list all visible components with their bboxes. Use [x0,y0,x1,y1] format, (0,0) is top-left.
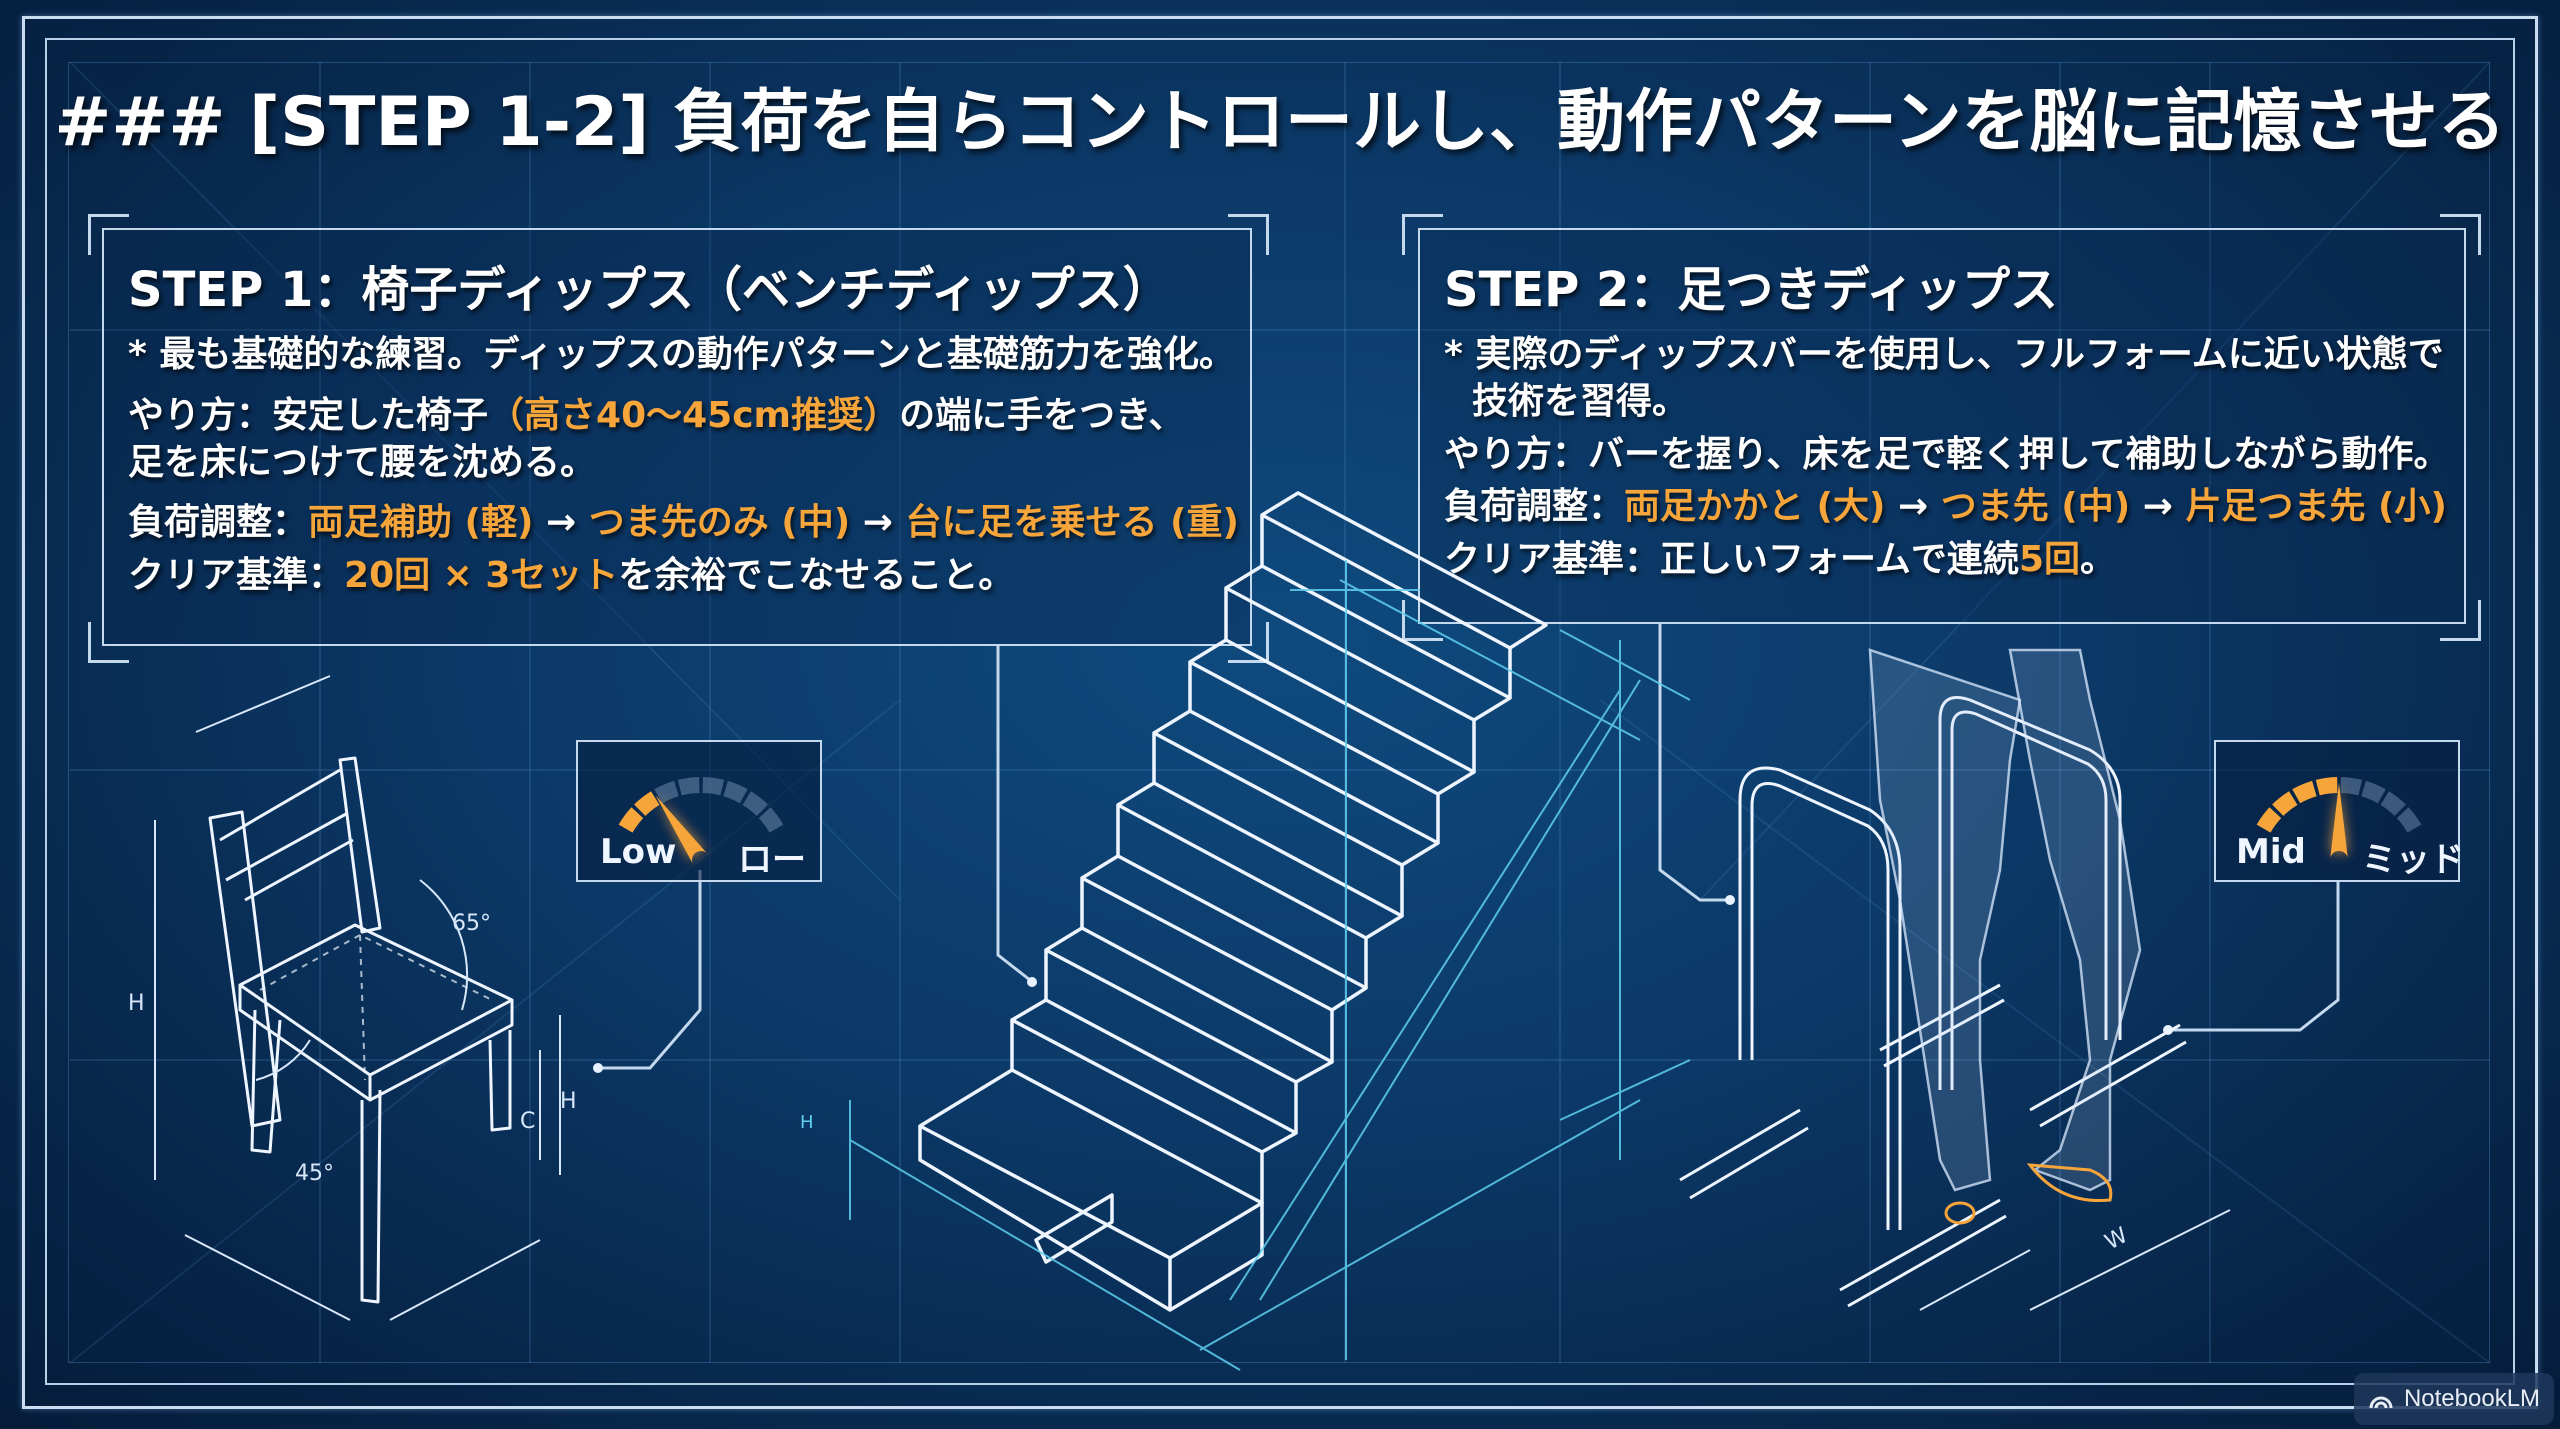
gauge-segment [2292,780,2317,804]
gauge-segment [742,791,768,816]
step1-bracket-br [1228,622,1269,663]
stairs-diagram [918,491,1548,1312]
gauge-needle [655,795,709,865]
gauge-segment [2315,777,2338,796]
step2-heading: STEP 2：足つきディップス [1444,262,2059,318]
gauge-meter [2256,777,2422,860]
person-legs [1868,648,2142,1192]
step1-clear-highlight: 20回 × 3セット [344,555,619,597]
gauge-segment [2396,807,2422,833]
gauge-segment [2340,777,2363,796]
step1-clear: クリア基準：20回 × 3セットを余裕でこなせること。 [128,553,1239,600]
step1-card: STEP 1：椅子ディップス（ベンチディップス） * 最も基礎的な練習。ディップ… [102,228,1252,646]
chair-angle-leg: 45° [295,1161,334,1186]
step1-clear-label: クリア基準： [128,555,345,597]
stairs-dim-h: H [800,1112,814,1133]
gauge-segment [702,777,725,796]
arrow-icon: → [862,502,893,544]
leader-line-step1-stairs [996,646,1031,982]
heel-highlight-icon [1944,1201,1976,1225]
step1-method-highlight: （高さ40〜45cm推奨） [488,394,900,436]
gauge-segment [2361,780,2386,804]
step1-method-suffix: の端に手をつき、 [899,394,1185,436]
outer-frame [22,16,2538,1409]
step1-load-label: 負荷調整： [128,502,309,544]
arrow-icon: → [546,502,577,544]
step1-load: 負荷調整：両足補助 (軽) → つま先のみ (中) → 台に足を乗せる (重) [128,500,1239,547]
gauge-needle-shape [2330,783,2348,860]
step2-clear: クリア基準：正しいフォームで連続5回。 [1444,537,2449,584]
gauge-label-en: Mid [2236,832,2306,872]
gauge-segment [2272,791,2298,816]
step1-method-prefix: やり方：安定した椅子 [128,394,489,436]
step1-clear-suffix: を余裕でこなせること。 [618,555,1015,597]
gauge-segment [2256,807,2282,833]
chair-angle-back: 65° [452,911,491,936]
step1-heading: STEP 1：椅子ディップス（ベンチディップス） [128,262,1171,318]
step2-bracket-tl [1402,214,1443,255]
gauge-label-ja: ロー [738,840,806,880]
step2-clear-highlight: 5回 [2018,539,2080,581]
step2-note-line2: 技術を習得。 [1472,380,1689,422]
inner-frame [45,38,2515,1385]
chair-diagram [208,756,514,1304]
step1-load-level-light: 両足補助 (軽) [308,502,534,544]
foot-highlight-icon [2026,1163,2113,1203]
step1-load-level-mid: つま先のみ (中) [588,502,851,544]
step2-note-line1: * 実際のディップスバーを使用し、フルフォームに近い状態で [1444,334,2444,375]
step2-load-level-small: 片足つま先 (小) [2185,486,2447,528]
dip-bars-diagram [1679,696,2187,1308]
page-title: ### [STEP 1-2] 負荷を自らコントロールし、動作パターンを脳に記憶さ… [54,83,2506,162]
step2-load-level-big: 両足かかと (大) [1624,486,1886,528]
gauge-meter [618,777,784,865]
bars-dim-w: W [2101,1223,2132,1255]
leader-line-step2-bars [1658,624,1728,902]
leader-line-step2-gauge [2170,880,2340,1032]
step2-clear-prefix: 正しいフォームで連続 [1660,539,2019,581]
gauge-segment [758,807,784,833]
gauge-segment [723,780,748,804]
gauge-segment [618,807,644,833]
step2-load-level-mid: つま先 (中) [1940,486,2131,528]
gauge-needle-shape [655,795,709,865]
step2-bracket-br [2440,600,2481,641]
notebooklm-watermark: NotebookLM [2354,1373,2554,1425]
gauge-segment [677,777,700,796]
step2-bracket-tr [2440,214,2481,255]
step2-clear-label: クリア基準： [1444,539,1661,581]
gauge-label-ja: ミッド [2362,840,2464,880]
gauge-needle [2330,783,2348,860]
step2-load: 負荷調整：両足かかと (大) → つま先 (中) → 片足つま先 (小) [1444,484,2449,531]
step2-clear-suffix: 。 [2080,539,2117,581]
step1-bracket-tr [1228,214,1269,255]
gauge-label-en: Low [600,832,677,872]
step1-method-line2: 足を床につけて腰を沈める。 [128,441,597,483]
step2-card: STEP 2：足つきディップス * 実際のディップスバーを使用し、フルフォームに… [1418,228,2466,624]
watermark-label: NotebookLM [2403,1385,2541,1412]
step2-method: やり方：バーを握り、床を足で軽く押して補助しながら動作。 [1444,433,2450,475]
gauge-segment [2380,791,2406,816]
load-gauge-low: Low ロー [576,740,822,882]
step2-load-label: 負荷調整： [1444,486,1625,528]
arrow-icon: → [2142,486,2173,528]
gauge-segment [654,780,679,804]
notebooklm-logo-icon [2369,1396,2393,1409]
step1-bracket-tl [88,214,129,255]
chair-dim-seat: H [560,1089,577,1114]
gauge-segment [634,791,660,816]
step2-bracket-bl [1402,600,1443,641]
grid-frame [68,62,2490,1363]
step1-load-level-heavy: 台に足を乗せる (重) [905,502,1239,544]
chair-dim-height: H [128,991,145,1016]
arrow-icon: → [1898,486,1929,528]
chair-dim-c: C [520,1109,535,1134]
load-gauge-mid: Mid ミッド [2214,740,2464,882]
step1-note: * 最も基礎的な練習。ディップスの動作パターンと基礎筋力を強化。 [128,334,1236,375]
step1-bracket-bl [88,622,129,663]
step1-method: やり方：安定した椅子（高さ40〜45cm推奨）の端に手をつき、 [128,393,1239,440]
leader-line-step1-gauge [600,870,702,1070]
